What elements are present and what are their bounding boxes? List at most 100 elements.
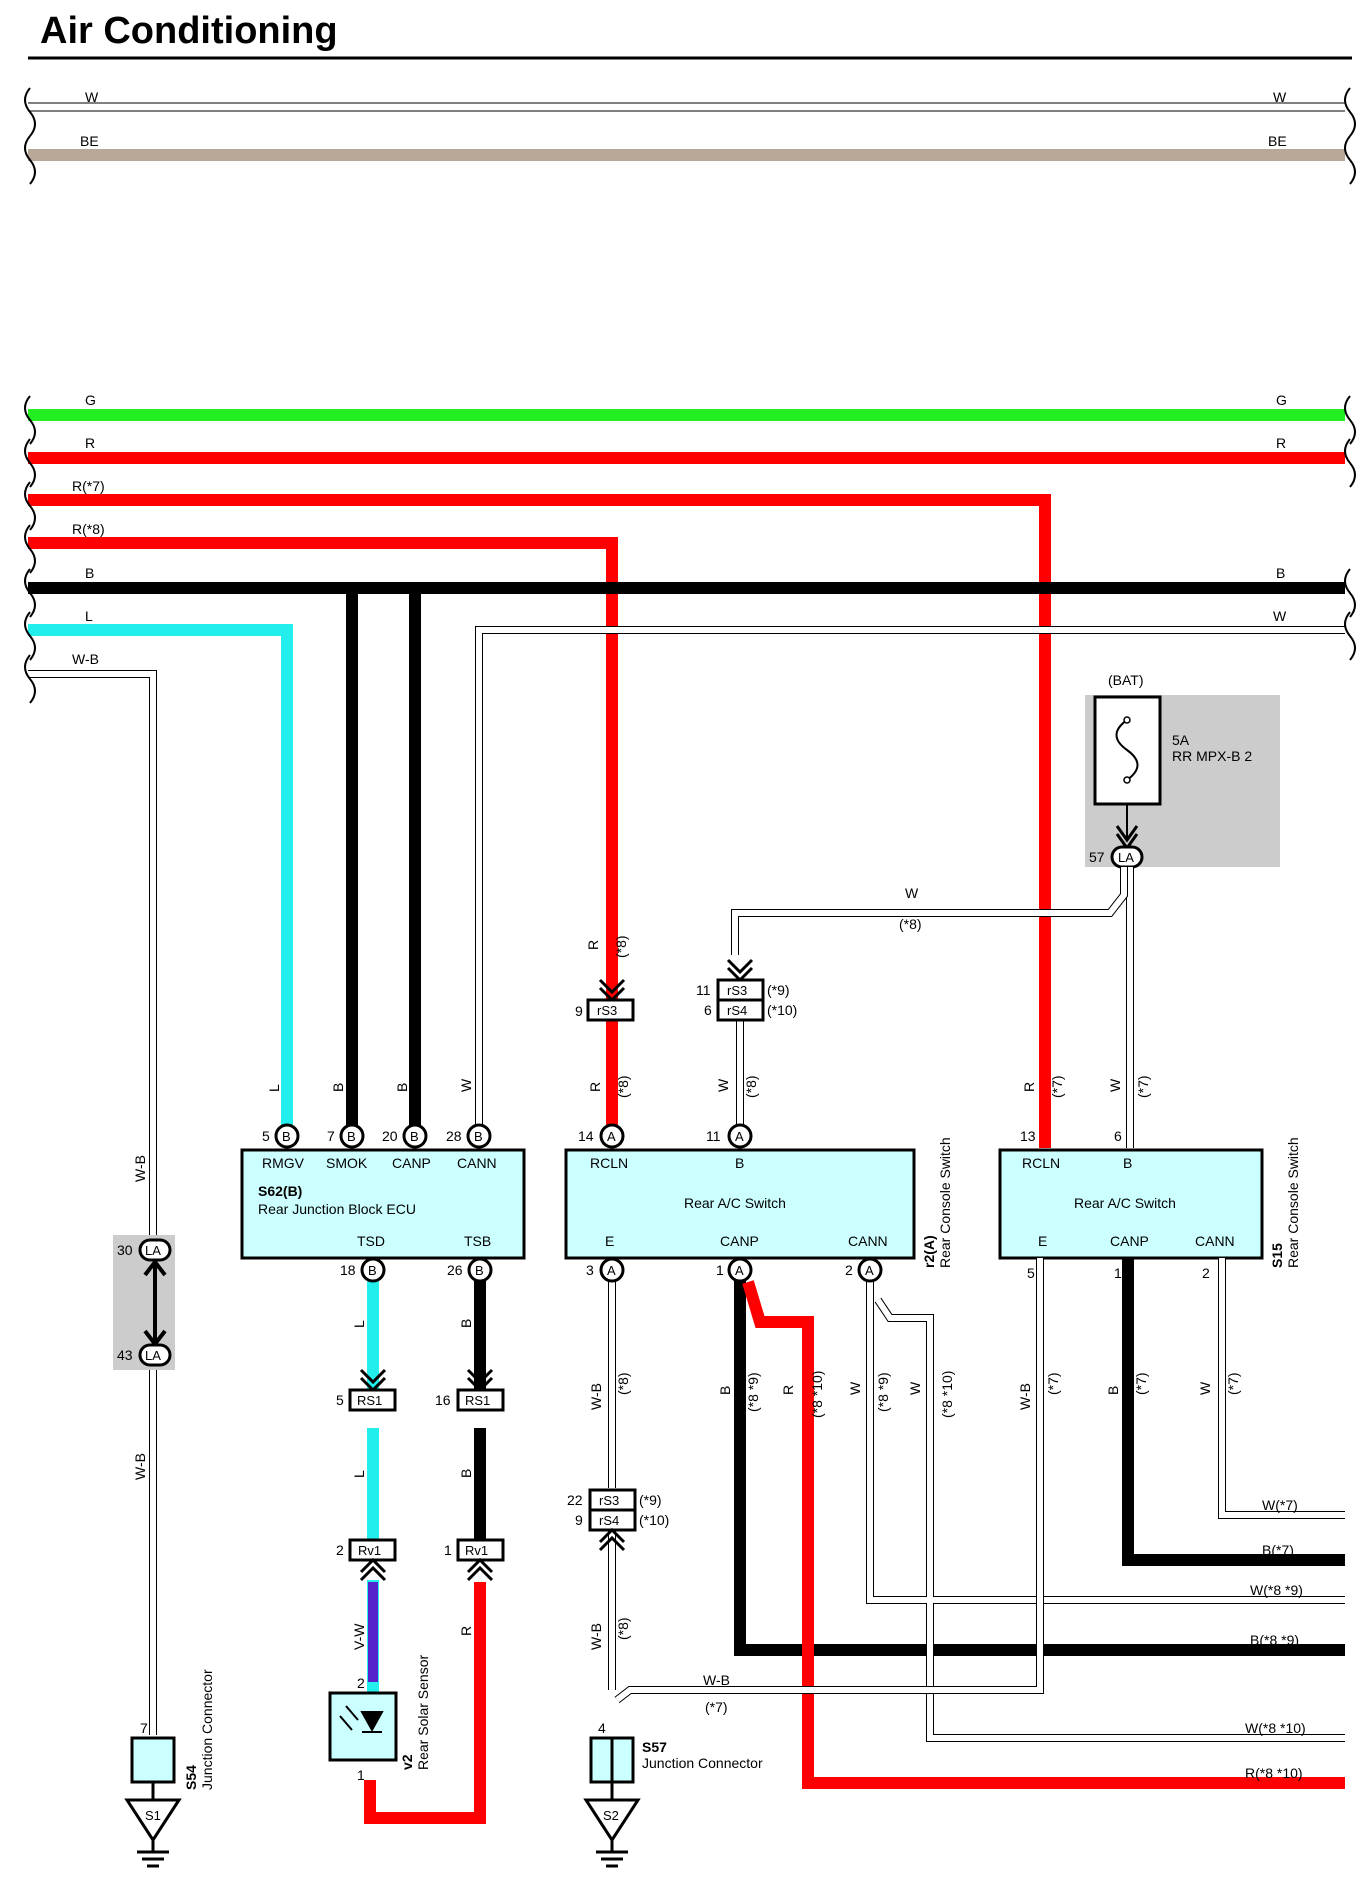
- sw-a-bpin-conn-3: A: [865, 1263, 874, 1278]
- rs4-top-name: rS4: [727, 1003, 747, 1018]
- bus-label-r-right: R: [1276, 435, 1286, 451]
- wire-canp-ecu: [409, 582, 1345, 1135]
- wire-sw-b-e: [614, 1258, 1044, 1704]
- s54-name: Junction Connector: [199, 1669, 215, 1790]
- sw-b-side: Rear Console Switch: [1285, 1137, 1301, 1268]
- bus-label-w-left: W: [85, 89, 99, 105]
- bus-label-g-right: G: [1276, 392, 1287, 408]
- sw-b-pin-2: 2: [1202, 1265, 1210, 1281]
- s57-pin: 4: [598, 1720, 606, 1736]
- s57-ground-icon: [583, 1798, 641, 1868]
- mid-wire-w1-note: (*8 *9): [875, 1372, 891, 1412]
- rs4-bot-note: (*10): [639, 1512, 669, 1528]
- s54-box: [130, 1736, 176, 1784]
- ecu-box: [240, 1148, 526, 1260]
- s57-wire-note: (*7): [705, 1699, 728, 1715]
- la-30-name: LA: [145, 1243, 161, 1258]
- rs1-a-pin: 5: [336, 1392, 344, 1408]
- sw-a-wire-w: W: [715, 1078, 731, 1092]
- wire-r7: [28, 494, 1051, 1148]
- rs4-bot-pin: 9: [575, 1512, 583, 1528]
- mid-wire-wb2-note: (*8): [615, 1617, 631, 1640]
- ecu-top-pins: [274, 1123, 492, 1149]
- sw-b-wire-r-note: (*7): [1049, 1075, 1065, 1098]
- sw-b-bwire-b-note: (*7): [1133, 1372, 1149, 1395]
- ecu-term-tsb: TSB: [464, 1233, 491, 1249]
- wire-sw-b-canp: [1122, 1258, 1345, 1566]
- s54-pin: 7: [140, 1720, 148, 1736]
- bus-label-g-left: G: [85, 392, 96, 408]
- ecu-pin-conn-3: B: [410, 1129, 419, 1144]
- la-43-name: LA: [145, 1348, 161, 1363]
- right-label-w7: W(*7): [1262, 1497, 1298, 1513]
- wire-sw-a-canp-r: [742, 1280, 1345, 1789]
- fuse-icon: [1115, 719, 1139, 781]
- ecu-pin-conn-2: B: [347, 1129, 356, 1144]
- sw-b-name: Rear A/C Switch: [1074, 1195, 1176, 1211]
- tsd-wire-l1: L: [351, 1320, 367, 1328]
- sensor-pin-2: 2: [357, 1675, 365, 1691]
- mid-wire-wb2: W-B: [588, 1623, 604, 1650]
- ecu-wire-b2: B: [394, 1083, 410, 1092]
- sw-b-pin-6: 6: [1114, 1128, 1122, 1144]
- s57-ground-label: S2: [603, 1808, 619, 1823]
- ecu-bpin-conn-2: B: [475, 1263, 484, 1278]
- right-label-w810: W(*8 *10): [1245, 1720, 1306, 1736]
- wire-r8: [28, 537, 618, 1000]
- mid-wire-b: B: [717, 1386, 733, 1395]
- rs3-bot-note: (*9): [639, 1492, 662, 1508]
- mid-wire-wb-note: (*8): [615, 1372, 631, 1395]
- s54-ground-label: S1: [145, 1808, 161, 1823]
- ecu-wire-b1: B: [330, 1083, 346, 1092]
- solar-sensor-box: [328, 1691, 398, 1762]
- sw-b-pin-1: 1: [1114, 1265, 1122, 1281]
- rv1-b-name: Rv1: [465, 1543, 488, 1558]
- sw-a-pin-14: 14: [578, 1128, 594, 1144]
- bus-label-r7: R(*7): [72, 478, 105, 494]
- sw-b-term-canp: CANP: [1110, 1233, 1149, 1249]
- mid-wire-w2: W: [907, 1381, 923, 1395]
- rs3-top-connector: [586, 998, 635, 1022]
- sensor-id: v2: [399, 1754, 415, 1770]
- la-43-connector: [138, 1343, 172, 1367]
- wire-sw-a-cann: [866, 1270, 1345, 1742]
- fuse-rating: 5A: [1172, 732, 1190, 748]
- sw-b-wire-r: R: [1021, 1082, 1037, 1092]
- wire-rmgv: [28, 624, 293, 1135]
- sensor-wire-vw: V-W: [351, 1623, 367, 1650]
- sw-b-pin-5: 5: [1027, 1265, 1035, 1281]
- sw-a-pin-conn-2: A: [735, 1129, 744, 1144]
- rs3-top2-note: (*9): [767, 982, 790, 998]
- rs1-b-pin: 16: [435, 1392, 451, 1408]
- sw-b-wire-w-note: (*7): [1135, 1075, 1151, 1098]
- bus-label-be-right: BE: [1268, 133, 1287, 149]
- ecu-pin-20: 20: [382, 1128, 398, 1144]
- rs1-a-connector: [348, 1388, 397, 1412]
- sw-b-bwire-wb: W-B: [1017, 1383, 1033, 1410]
- fuse-name: RR MPX-B 2: [1172, 748, 1252, 764]
- ecu-id: S62(B): [258, 1183, 302, 1199]
- tsb-wire-b2: B: [458, 1469, 474, 1478]
- rv1-a-pin: 2: [336, 1542, 344, 1558]
- sw-a-wire-r-note: (*8): [615, 1075, 631, 1098]
- sw-a-pin-11: 11: [706, 1128, 721, 1144]
- rs1-b-connector: [456, 1388, 505, 1412]
- right-label-r810: R(*8 *10): [1245, 1765, 1303, 1781]
- left-wire-wb1: W-B: [132, 1155, 148, 1182]
- mid-wire-w2-note: (*8 *10): [939, 1371, 955, 1418]
- right-label-b89: B(*8 *9): [1250, 1632, 1299, 1648]
- sw-b-term-rcln: RCLN: [1022, 1155, 1060, 1171]
- right-label-b7: B(*7): [1262, 1542, 1294, 1558]
- bus-label-b-right: B: [1276, 565, 1285, 581]
- la-30-pin: 30: [117, 1242, 133, 1258]
- sw-a-term-rcln: RCLN: [590, 1155, 628, 1171]
- bus-label-w2-right: W: [1273, 608, 1287, 624]
- s54-ground-icon: [124, 1798, 182, 1868]
- bus-label-r-left: R: [85, 435, 95, 451]
- rs3-bot-pin: 22: [567, 1492, 583, 1508]
- wire-sensor-r: [364, 1582, 486, 1824]
- sw-a-top-pins: [599, 1123, 753, 1149]
- sw-a-side: Rear Console Switch: [937, 1137, 953, 1268]
- rs-bot-arrow-icon: [598, 1527, 626, 1552]
- ecu-pin-18: 18: [340, 1262, 356, 1278]
